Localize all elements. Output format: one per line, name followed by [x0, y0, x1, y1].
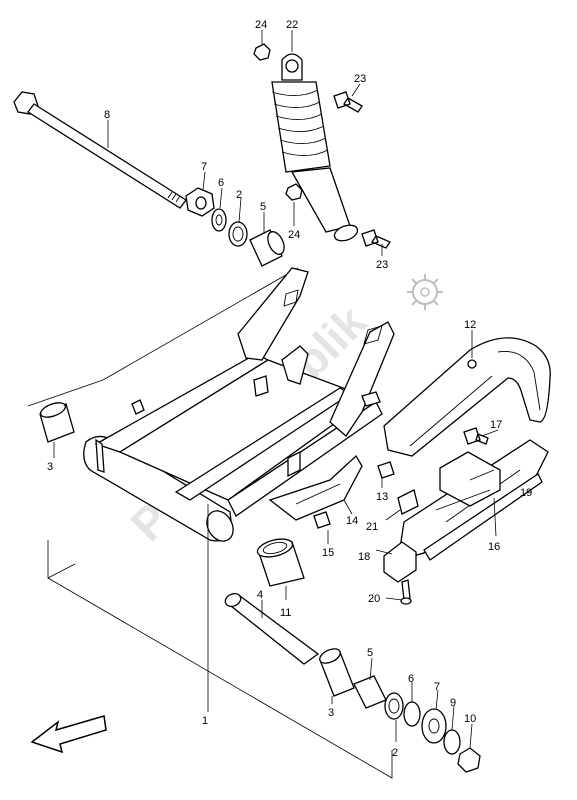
- callout-6-lower: 6: [408, 673, 414, 685]
- group-outline-top: [27, 267, 299, 407]
- callout-4: 4: [257, 589, 263, 601]
- bearing-upper: [228, 221, 248, 247]
- callout-11: 11: [280, 607, 291, 619]
- callout-6-upper: 6: [218, 177, 224, 189]
- chain-case: [383, 337, 551, 457]
- nut-upper-hole: [195, 196, 207, 210]
- callout-7-lower: 7: [434, 681, 440, 693]
- swingarm: [83, 267, 395, 542]
- callout-8: 8: [104, 109, 110, 121]
- bolt-17: [463, 427, 489, 445]
- shock-bolt-lower: [361, 229, 391, 249]
- washer-upper: [211, 208, 227, 232]
- callout-24-lower: 24: [288, 229, 300, 241]
- callout-23-upper: 23: [354, 73, 366, 85]
- callout-21: 21: [366, 521, 378, 533]
- lower-chain-guide: [268, 454, 363, 521]
- sleeve-4: [224, 595, 320, 665]
- callout-1: 1: [202, 715, 208, 727]
- callout-19: 19: [520, 487, 532, 499]
- callout-5-lower: 5: [367, 647, 373, 659]
- callout-24-upper: 24: [255, 19, 267, 31]
- bushing-11: [256, 538, 305, 587]
- bolt-20: [401, 579, 411, 601]
- spacer-lower: [353, 675, 387, 709]
- group-outline-link: [47, 563, 76, 579]
- gear-icon: [407, 274, 443, 310]
- callout-23-lower: 23: [376, 259, 388, 271]
- callout-22: 22: [286, 19, 298, 31]
- callout-14: 14: [346, 515, 358, 527]
- callout-15: 15: [322, 547, 334, 559]
- callout-13: 13: [376, 491, 388, 503]
- callout-18: 18: [358, 551, 370, 563]
- washer-9: [443, 729, 461, 755]
- nut-10: [457, 747, 481, 773]
- callout-2-upper: 2: [236, 189, 242, 201]
- bracket-18: [383, 541, 417, 583]
- callout-3-lower: 3: [328, 707, 334, 719]
- front-direction-arrow-icon: [30, 715, 107, 754]
- callout-17: 17: [490, 419, 502, 431]
- rear-shock-absorber: [271, 53, 359, 242]
- pivot-bolt: [13, 91, 187, 209]
- callouts: 1 2 2 3 3 4 5 5 6 6 7 7 8 9 10 11 12 13 …: [47, 19, 532, 759]
- callout-7-upper: 7: [201, 161, 207, 173]
- shock-nut-lower: [285, 183, 303, 201]
- callout-12: 12: [464, 319, 476, 331]
- group-outline-bottom: [47, 540, 393, 779]
- callout-5-upper: 5: [260, 201, 266, 213]
- shock-bolt-upper: [333, 91, 363, 113]
- callout-10: 10: [464, 713, 476, 725]
- shock-nut-upper: [253, 43, 271, 61]
- bearing-lower: [384, 692, 404, 720]
- nut-lower: [421, 708, 447, 744]
- bolt-13: [377, 461, 395, 479]
- callout-2-lower: 2: [392, 747, 398, 759]
- guide-bracket: [439, 451, 501, 507]
- callout-9: 9: [450, 697, 456, 709]
- bolt-15: [313, 511, 331, 529]
- callout-3-upper: 3: [47, 461, 53, 473]
- callout-20: 20: [368, 593, 380, 605]
- callout-16: 16: [488, 541, 500, 553]
- collar-21: [397, 489, 419, 515]
- leader-lines: [53, 30, 499, 749]
- washer-lower: [403, 701, 421, 727]
